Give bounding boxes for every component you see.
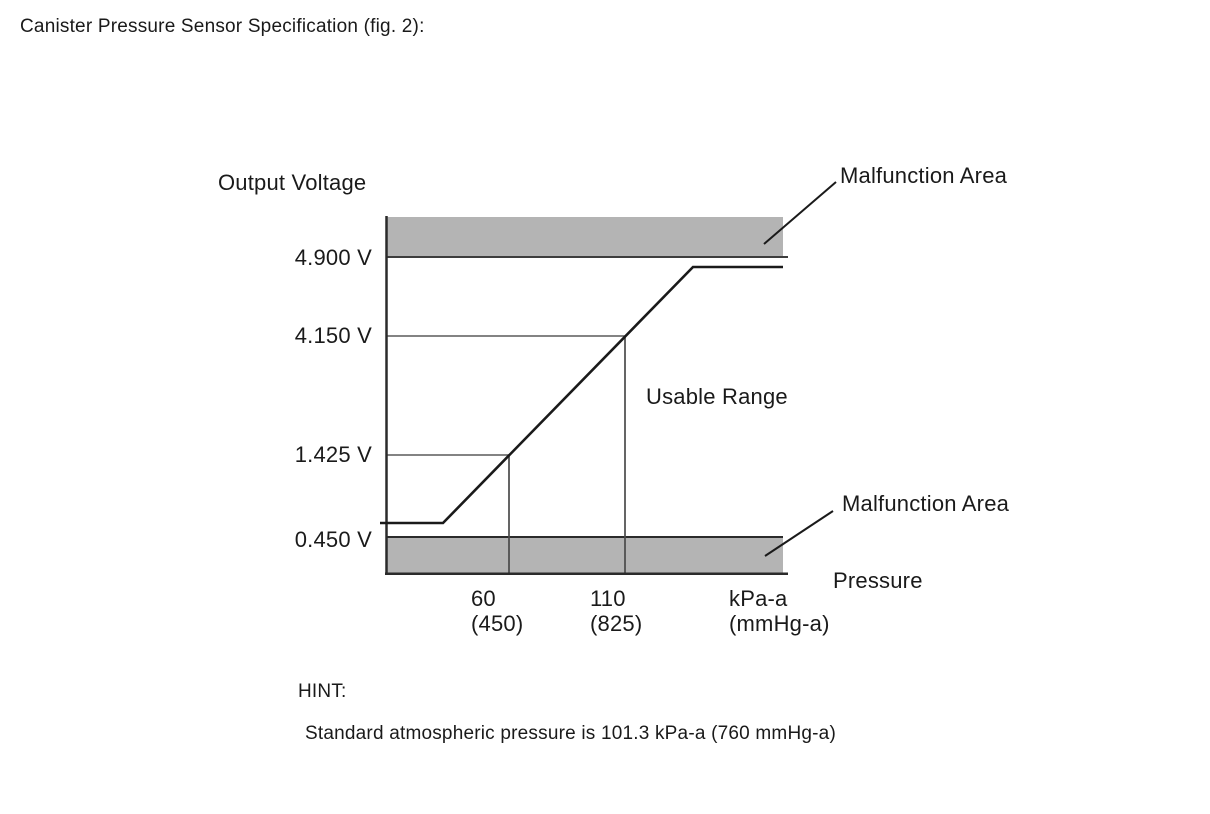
leader-line-malfunction-top (763, 181, 837, 245)
leader-line-malfunction-bottom (764, 510, 834, 557)
x-tick-60kpa: 60 (450) (471, 586, 523, 636)
malfunction-area-label-bottom: Malfunction Area (842, 491, 1010, 516)
figure-title: Canister Pressure Sensor Specification (… (20, 16, 425, 37)
malfunction-area-label-top: Malfunction Area (840, 163, 1008, 188)
x-tick-110kpa: 110 (825) (590, 586, 642, 636)
x-axis-unit-primary: kPa-a (729, 586, 788, 611)
x-tick-60kpa-primary: 60 (471, 586, 496, 611)
x-tick-110kpa-secondary: (825) (590, 611, 643, 636)
malfunction-band-bottom (386, 537, 783, 575)
hint-text: Standard atmospheric pressure is 101.3 k… (305, 723, 836, 744)
y-tick-0.450v: 0.450 V (294, 527, 372, 552)
hint-heading: HINT: (298, 681, 347, 702)
x-axis-unit-secondary: (mmHg-a) (729, 611, 830, 636)
y-tick-4.900v: 4.900 V (294, 245, 372, 270)
malfunction-band-top (386, 217, 783, 257)
x-tick-60kpa-secondary: (450) (471, 611, 524, 636)
y-tick-4.150v: 4.150 V (294, 323, 372, 348)
usable-range-label: Usable Range (646, 384, 788, 409)
sensor-output-curve (380, 265, 783, 525)
y-axis-title: Output Voltage (218, 170, 367, 195)
x-axis-units: kPa-a (mmHg-a) (729, 586, 830, 636)
x-axis-title: Pressure (833, 568, 923, 593)
y-tick-1.425v: 1.425 V (294, 442, 372, 467)
x-tick-110kpa-primary: 110 (590, 586, 626, 611)
